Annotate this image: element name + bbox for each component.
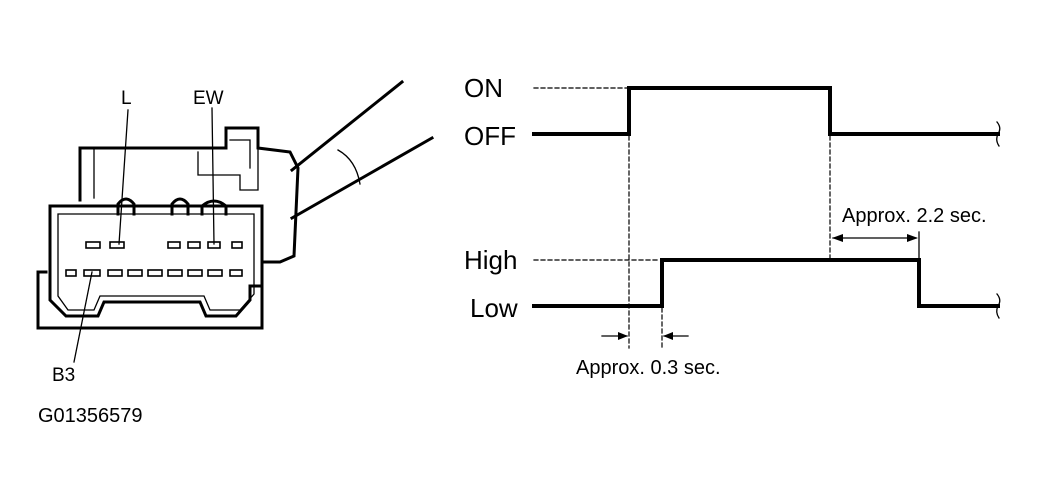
connector-notch-1 bbox=[116, 197, 136, 216]
switch-connector-drawing: L EW B3 bbox=[36, 79, 435, 386]
connector-shell bbox=[48, 204, 264, 318]
lever-angle-arc bbox=[337, 149, 361, 185]
lever-arm-upper bbox=[289, 79, 405, 173]
state-low-label: Low bbox=[470, 293, 518, 323]
pin bbox=[231, 241, 243, 249]
state-off-label: OFF bbox=[464, 121, 516, 151]
pin bbox=[107, 269, 123, 277]
pin-row-lower bbox=[65, 269, 243, 277]
rear-housing bbox=[78, 126, 300, 264]
label-ew: EW bbox=[193, 88, 224, 109]
delay-on-arrowhead-right bbox=[663, 332, 673, 340]
pin bbox=[229, 269, 243, 277]
pin bbox=[187, 241, 201, 249]
pin bbox=[65, 269, 77, 277]
figure-id: G01356579 bbox=[38, 405, 143, 427]
leader-line-l bbox=[118, 109, 129, 245]
delay-on-dimension: Approx. 0.3 sec. bbox=[576, 332, 721, 379]
delay-off-arrowhead-left bbox=[832, 234, 843, 242]
pin-row-upper bbox=[85, 241, 243, 249]
base-plate bbox=[36, 260, 264, 330]
delay-off-dimension: Approx. 2.2 sec. bbox=[832, 205, 987, 259]
switch-waveform bbox=[532, 86, 1000, 136]
timing-chart: ON OFF High Low Approx. 0.3 sec. bbox=[464, 73, 1001, 379]
output-waveform bbox=[532, 258, 1000, 308]
lever-arm-lower bbox=[289, 135, 435, 221]
pin bbox=[109, 241, 125, 249]
state-high-label: High bbox=[464, 245, 517, 275]
label-l: L bbox=[121, 88, 132, 109]
pin bbox=[147, 269, 163, 277]
leader-line-b3 bbox=[73, 271, 93, 363]
state-on-label: ON bbox=[464, 73, 503, 103]
connector-inner-rim bbox=[57, 213, 255, 311]
label-b3: B3 bbox=[52, 365, 75, 386]
delay-on-arrowhead-left bbox=[618, 332, 628, 340]
rear-housing-latch bbox=[197, 149, 259, 191]
leader-line-ew bbox=[211, 107, 215, 245]
rear-housing-tab bbox=[229, 139, 251, 169]
connector-notch-2 bbox=[170, 197, 190, 216]
delay-off-label: Approx. 2.2 sec. bbox=[842, 205, 987, 227]
pin bbox=[167, 241, 181, 249]
delay-on-label: Approx. 0.3 sec. bbox=[576, 357, 721, 379]
pin bbox=[85, 241, 101, 249]
pin bbox=[207, 269, 223, 277]
output-waveform-break bbox=[996, 293, 1001, 319]
switch-waveform-break bbox=[996, 121, 1001, 147]
pin bbox=[127, 269, 143, 277]
delay-off-arrowhead-right bbox=[907, 234, 918, 242]
pin bbox=[167, 269, 183, 277]
pin bbox=[187, 269, 203, 277]
